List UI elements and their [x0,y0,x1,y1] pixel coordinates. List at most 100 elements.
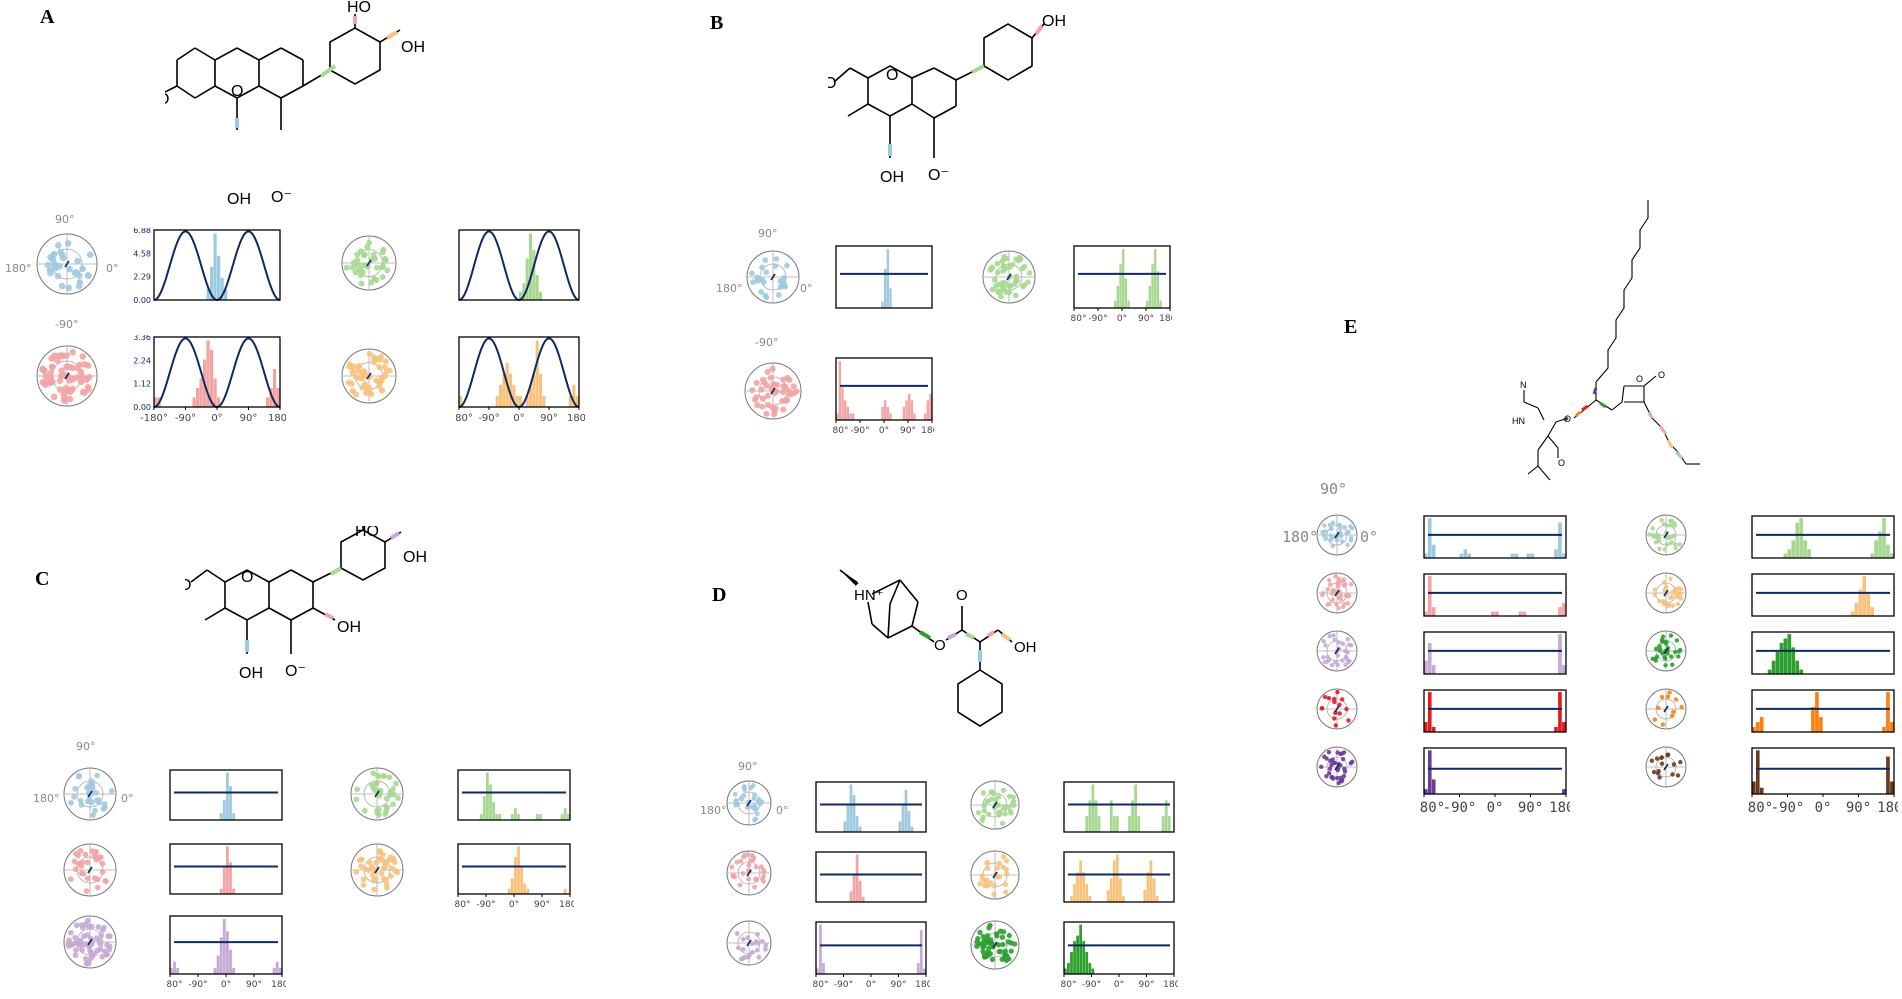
histogram-e-dark-orange [1751,689,1895,733]
polar-point [1323,536,1328,542]
hist-bar [908,393,911,420]
polar-point [67,876,74,882]
panel-d-deg-90: 90° [738,760,758,773]
hist-bar [1562,665,1566,674]
polar-point [1000,864,1006,870]
polar-point [763,382,770,389]
polar-point [376,364,383,371]
polar-point [81,389,88,396]
x-tick-label: 180° [268,413,286,424]
polar-point [1671,709,1676,715]
polar-point [366,389,373,396]
hist-bar [884,268,887,308]
polar-point [78,802,85,808]
polar-point [1673,542,1678,547]
hist-bar [1431,665,1436,674]
hist-bar [220,277,224,300]
polar-point [395,795,401,801]
polar-point [754,877,760,882]
polar-point [1342,525,1347,530]
polar-point [1003,889,1009,895]
histogram-c-purple: -180°-90°0°90°180° [166,915,286,990]
plot-frame [1751,515,1895,559]
x-tick-label: 90° [246,980,262,990]
hist-bar [563,808,567,820]
polar-point [1672,521,1677,526]
hist-bar [1886,544,1890,558]
polar-point [359,373,365,380]
molecule-b-anion: O⁻ [928,167,949,184]
hist-bar [1886,756,1890,794]
x-tick-label: 90° [1518,800,1543,816]
polar-point [61,387,69,395]
polar-point [1330,776,1336,781]
polar-plot-a-green [341,235,397,291]
hist-bar [273,369,277,407]
hist-bar [1431,727,1436,732]
polar-point [991,891,997,898]
polar-point [1655,532,1661,538]
polar-point [1329,762,1334,768]
polar-point [1340,578,1346,584]
polar-point [1002,280,1009,286]
polar-point [1007,793,1013,799]
polar-point [1338,534,1344,539]
polar-point [763,410,770,417]
hist-bar [1115,854,1119,902]
hist-bar [502,373,506,407]
plot-frame [153,336,281,408]
histogram-c-red [169,843,283,895]
polar-point [61,397,68,405]
hist-bar [216,955,220,974]
polar-point [1348,761,1353,766]
polar-point [384,267,391,274]
polar-point [1333,710,1338,715]
polar-point [977,881,983,887]
hist-bar [1152,878,1156,902]
histogram-b-green: -180°-90°0°90°180° [1070,245,1172,324]
polar-point [79,859,85,866]
polar-plot-c-purple [63,915,117,969]
hist-bar [1070,896,1073,902]
polar-point [378,870,385,877]
hist-bar [222,918,226,974]
hist-bar [210,266,214,300]
polar-point [59,352,67,360]
polar-point [754,278,761,284]
polar-point [749,270,755,277]
polar-point [981,803,987,809]
polar-point [56,263,64,270]
polar-point [382,358,389,365]
panel-label-c: C [35,568,50,590]
polar-plot-a-red [36,345,98,407]
polar-point [1322,694,1328,700]
hist-bar [482,796,486,820]
polar-point [1670,772,1675,777]
hist-bar [846,406,850,420]
polar-plot-a-orange [341,348,397,404]
polar-point [993,283,999,289]
polar-point [369,864,375,870]
x-tick-label: -180° [1060,980,1076,990]
polar-point [1326,577,1332,583]
polar-point [1663,663,1668,668]
hist-bar [1149,860,1153,902]
molecule-a-oh-bottom: OH [227,191,251,208]
polar-mean-marker [374,790,380,798]
hist-bar [1146,872,1150,902]
polar-plot-d-dark-green [970,920,1020,970]
polar-point [1003,881,1009,888]
hist-bar [525,395,529,407]
polar-point [358,280,365,287]
polar-point [991,276,998,283]
polar-point [374,810,381,817]
x-tick-label: 0° [1815,800,1832,816]
hist-bar [1114,300,1117,308]
polar-point [1663,656,1668,661]
polar-point [1012,941,1018,947]
polar-point [94,797,100,804]
hist-bar [1799,518,1803,558]
polar-mean-marker [1663,705,1669,713]
polar-point [1659,694,1665,700]
hist-bar [886,249,890,308]
